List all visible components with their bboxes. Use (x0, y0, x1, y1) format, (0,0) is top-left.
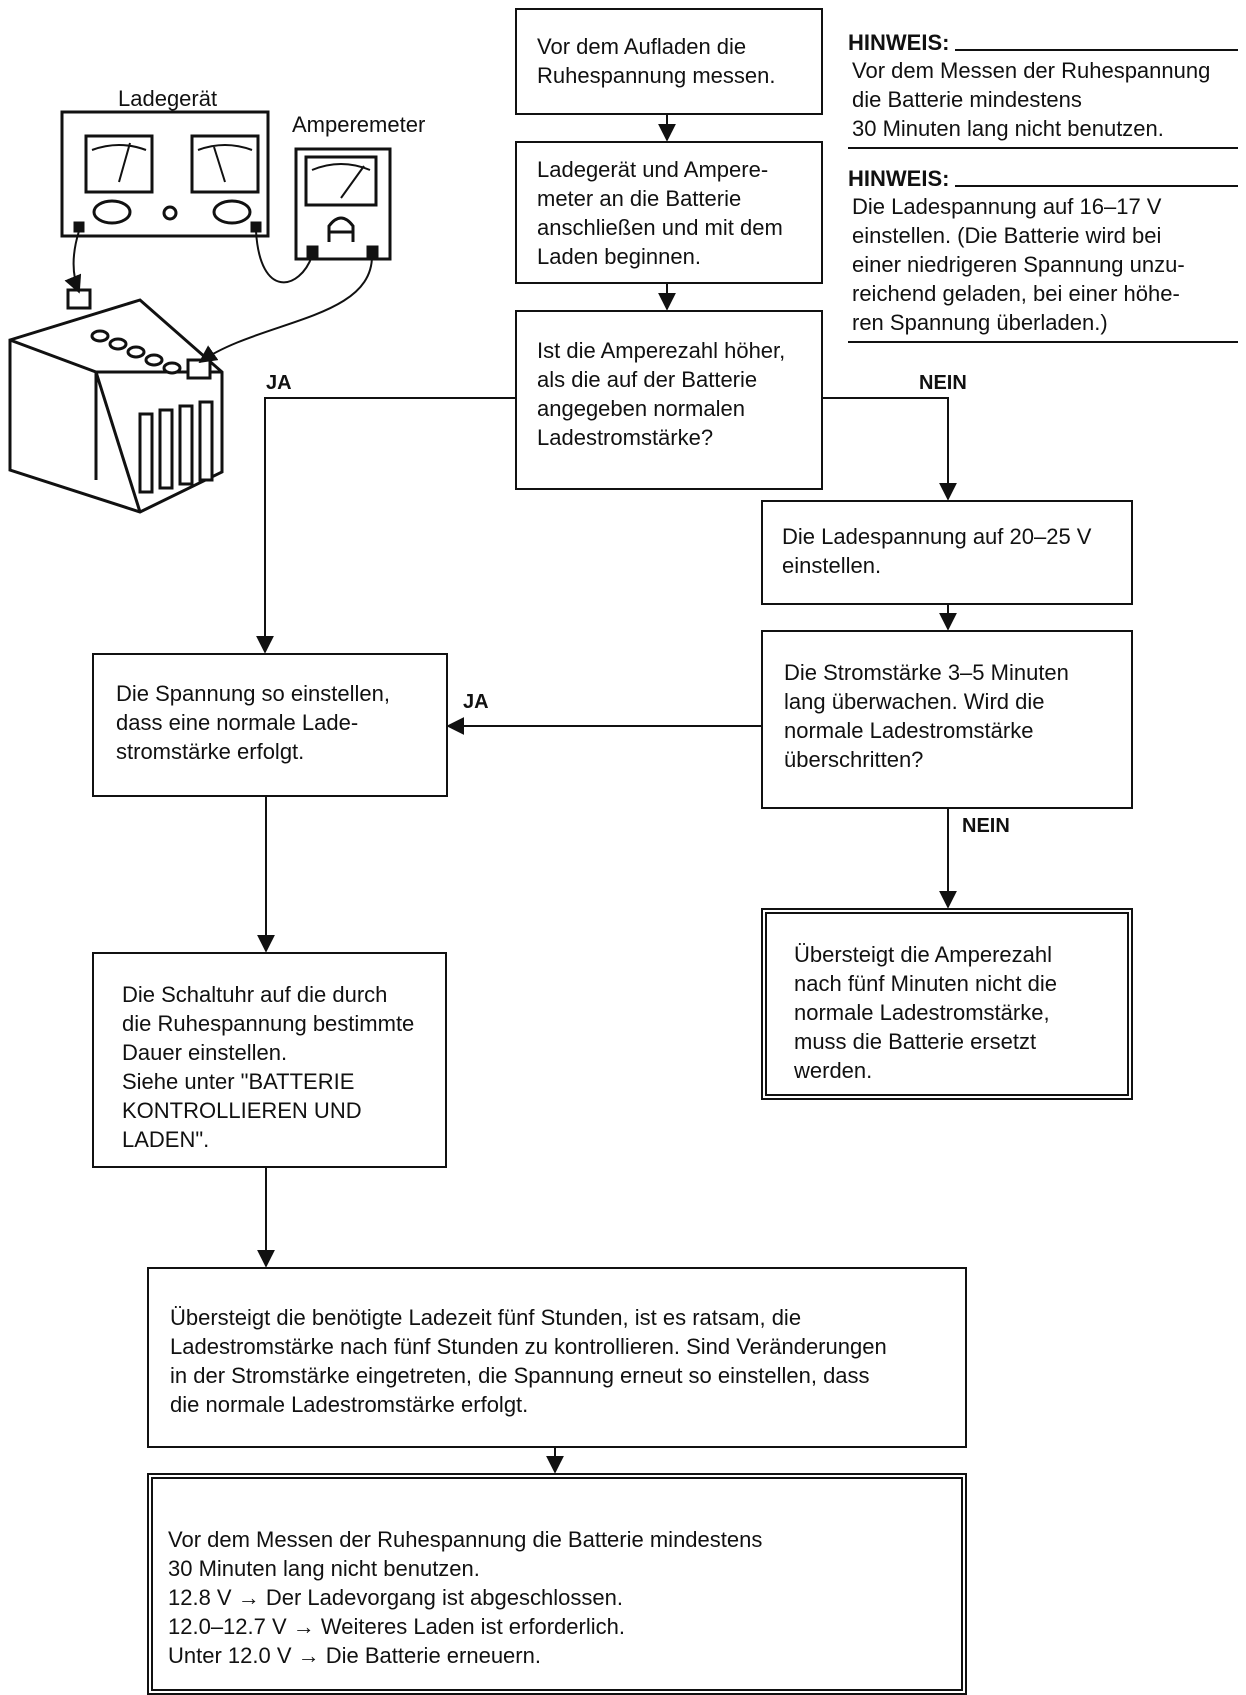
note-rest-voltage: HINWEIS: Vor dem Messen der Ruhespannung… (848, 30, 1238, 149)
label-nein-question: NEIN (919, 372, 967, 394)
box-measure-rest-voltage: Vor dem Aufladen die Ruhespannung messen… (515, 8, 823, 115)
illustration-wires (64, 230, 373, 364)
box-adjust-voltage: Die Spannung so einstellen, dass eine no… (92, 653, 448, 797)
box-question-amperage: Ist die Amperezahl höher, als die auf de… (515, 310, 823, 490)
arrow-question-ja (256, 397, 515, 654)
note-charge-voltage: HINWEIS: Die Ladespannung auf 16–17 V ei… (848, 166, 1238, 343)
box-text: Ladegerät und Ampere- meter an die Batte… (537, 157, 783, 269)
box-text: Die Ladespannung auf 20–25 V einstellen. (782, 524, 1092, 578)
ammeter-illustration (294, 147, 392, 261)
box-text: Ist die Amperezahl höher, als die auf de… (537, 338, 786, 450)
ammeter-label: Amperemeter (292, 112, 426, 137)
box-text: Übersteigt die benötigte Ladezeit fünf S… (170, 1305, 887, 1417)
box-text: Die Spannung so einstellen, dass eine no… (116, 681, 390, 764)
box-connect-charger: Ladegerät und Ampere- meter an die Batte… (515, 141, 823, 284)
label-nein-monitor: NEIN (962, 815, 1010, 837)
note-heading: HINWEIS: (848, 30, 950, 55)
label-ja-monitor: JA (463, 691, 489, 713)
box-five-hours: Übersteigt die benötigte Ladezeit fünf S… (147, 1267, 967, 1448)
box-text: Vor dem Aufladen die Ruhespannung messen… (537, 34, 776, 88)
box-monitor-current: Die Stromstärke 3–5 Minuten lang überwac… (761, 630, 1133, 809)
note-text: Vor dem Messen der Ruhespannung die Batt… (852, 58, 1211, 141)
box-replace-battery: Übersteigt die Amperezahl nach fünf Minu… (761, 908, 1133, 1100)
arrow-question-nein (823, 397, 957, 501)
note-text: Die Ladespannung auf 16–17 V einstellen.… (852, 194, 1185, 335)
charger-illustration (60, 110, 270, 238)
battery-illustration (8, 288, 224, 514)
box-set-timer: Die Schaltuhr auf die durch die Ruhespan… (92, 952, 447, 1168)
box-text: Übersteigt die Amperezahl nach fünf Minu… (794, 942, 1057, 1083)
box-text: Die Schaltuhr auf die durch die Ruhespan… (122, 982, 415, 1152)
box-set-voltage-20-25: Die Ladespannung auf 20–25 V einstellen. (761, 500, 1133, 605)
note-heading: HINWEIS: (848, 166, 950, 191)
charger-label: Ladegerät (118, 86, 218, 111)
box-text: Vor dem Messen der Ruhespannung die Batt… (168, 1527, 763, 1668)
label-ja-question: JA (266, 372, 292, 394)
box-text: Die Stromstärke 3–5 Minuten lang überwac… (784, 660, 1069, 772)
box-final-measurement: Vor dem Messen der Ruhespannung die Batt… (147, 1473, 967, 1695)
